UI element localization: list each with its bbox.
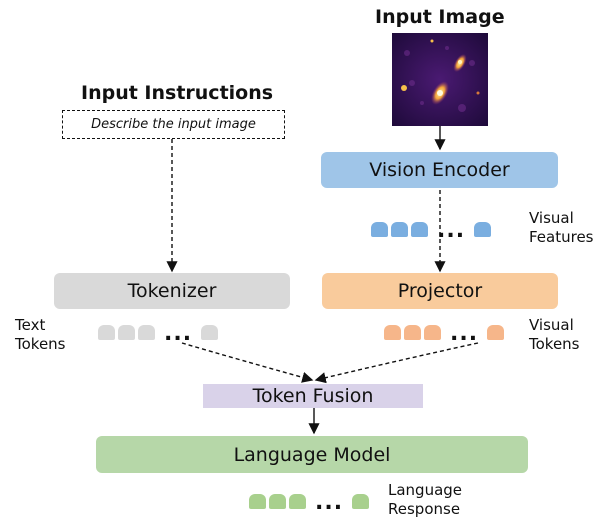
language-response-label: Language Response xyxy=(388,481,462,519)
projector-block: Projector xyxy=(322,273,558,309)
text-token xyxy=(138,325,155,340)
visual-tokens: ... xyxy=(384,321,505,346)
language-response-tokens: ... xyxy=(249,490,370,515)
ellipsis: ... xyxy=(315,490,344,515)
vision-encoder-block: Vision Encoder xyxy=(321,152,558,188)
arrow-visual-tokens-to-fusion xyxy=(314,342,479,384)
label-line: Tokens xyxy=(15,335,66,353)
label-line: Features xyxy=(529,228,594,246)
token-fusion-block: Token Fusion xyxy=(203,384,423,408)
visual-features-label: Visual Features xyxy=(529,209,594,247)
label-line: Text xyxy=(15,316,46,334)
text-token xyxy=(98,325,115,340)
visual-features-tokens: ... xyxy=(371,218,492,243)
visual-feature-token xyxy=(411,222,428,237)
visual-feature-token xyxy=(474,222,492,237)
label-line: Response xyxy=(388,500,461,518)
ellipsis: ... xyxy=(450,321,479,346)
tokenizer-block: Tokenizer xyxy=(54,273,290,309)
input-instructions-title: Input Instructions xyxy=(81,82,274,104)
visual-tokens-label: Visual Tokens xyxy=(529,316,580,354)
visual-token xyxy=(424,325,441,340)
response-token xyxy=(289,494,306,509)
ellipsis: ... xyxy=(437,218,466,243)
visual-token xyxy=(404,325,421,340)
label-line: Visual xyxy=(529,209,574,227)
visual-feature-token xyxy=(391,222,408,237)
instruction-prompt-box: Describe the input image xyxy=(62,110,285,139)
response-token xyxy=(249,494,266,509)
visual-token xyxy=(384,325,401,340)
label-line: Visual xyxy=(529,316,574,334)
text-token xyxy=(201,325,219,340)
input-image-thumbnail xyxy=(392,33,488,126)
visual-feature-token xyxy=(371,222,388,237)
ellipsis: ... xyxy=(164,321,193,346)
language-model-block: Language Model xyxy=(96,436,528,473)
visual-token xyxy=(487,325,505,340)
input-image-title: Input Image xyxy=(375,6,505,28)
response-token xyxy=(352,494,370,509)
text-token xyxy=(118,325,135,340)
response-token xyxy=(269,494,286,509)
text-tokens: ... xyxy=(98,321,219,346)
label-line: Tokens xyxy=(529,335,580,353)
text-tokens-label: Text Tokens xyxy=(15,316,66,354)
label-line: Language xyxy=(388,481,463,499)
arrow-text-tokens-to-fusion xyxy=(181,342,314,383)
